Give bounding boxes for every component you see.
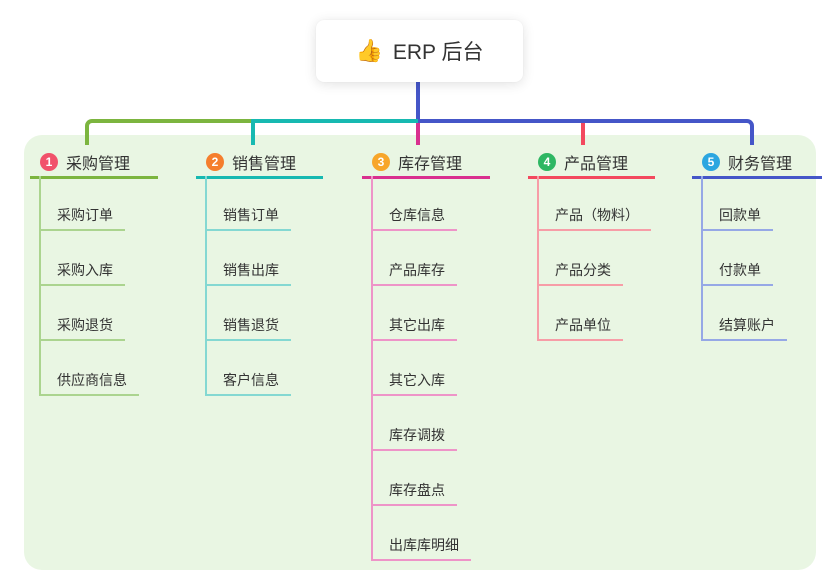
child-label: 回款单 <box>703 208 773 231</box>
child-label: 销售退货 <box>207 318 291 341</box>
child-label: 产品库存 <box>373 263 457 286</box>
child-node[interactable]: 销售出库 <box>207 231 291 286</box>
child-node[interactable]: 采购退货 <box>41 286 139 341</box>
branch-node-2[interactable]: 2 销售管理 <box>196 148 323 179</box>
child-label: 结算账户 <box>703 318 787 341</box>
child-label: 供应商信息 <box>41 373 139 396</box>
branch-label: 库存管理 <box>398 156 463 173</box>
branch-node-1[interactable]: 1 采购管理 <box>30 148 158 179</box>
branch-children-3: 仓库信息产品库存其它出库其它入库库存调拨库存盘点出库库明细 <box>371 176 471 561</box>
branch-children-1: 采购订单采购入库采购退货供应商信息 <box>39 176 139 396</box>
child-label: 采购订单 <box>41 208 125 231</box>
branch-node-5[interactable]: 5 财务管理 <box>692 148 822 179</box>
child-node[interactable]: 回款单 <box>703 176 787 231</box>
branch-badge: 2 <box>206 153 224 171</box>
child-node[interactable]: 采购订单 <box>41 176 139 231</box>
child-label: 销售订单 <box>207 208 291 231</box>
branch-label: 采购管理 <box>66 156 131 173</box>
child-node[interactable]: 产品单位 <box>539 286 651 341</box>
child-label: 采购退货 <box>41 318 125 341</box>
connector-drop-branch2 <box>251 119 255 145</box>
branch-badge: 3 <box>372 153 390 171</box>
root-node[interactable]: 👍 ERP 后台 <box>316 20 523 82</box>
branch-label: 财务管理 <box>728 156 793 173</box>
connector-bus-left <box>85 119 253 145</box>
connector-bus-right <box>418 119 754 145</box>
connector-bus-teal <box>253 119 418 123</box>
child-label: 其它入库 <box>373 373 457 396</box>
branch-node-3[interactable]: 3 库存管理 <box>362 148 490 179</box>
child-label: 出库库明细 <box>373 538 471 561</box>
child-label: 其它出库 <box>373 318 457 341</box>
child-node[interactable]: 其它入库 <box>373 341 471 396</box>
child-label: 产品单位 <box>539 318 623 341</box>
child-node[interactable]: 其它出库 <box>373 286 471 341</box>
root-label: ERP 后台 <box>392 41 484 64</box>
child-node[interactable]: 供应商信息 <box>41 341 139 396</box>
child-label: 客户信息 <box>207 373 291 396</box>
branch-label: 产品管理 <box>564 156 629 173</box>
child-node[interactable]: 产品（物料） <box>539 176 651 231</box>
child-node[interactable]: 客户信息 <box>207 341 291 396</box>
connector-drop-branch4 <box>581 123 585 145</box>
child-node[interactable]: 库存调拨 <box>373 396 471 451</box>
branch-label: 销售管理 <box>232 156 297 173</box>
branch-children-2: 销售订单销售出库销售退货客户信息 <box>205 176 291 396</box>
connector-drop-branch3 <box>416 123 420 145</box>
branch-node-4[interactable]: 4 产品管理 <box>528 148 655 179</box>
child-node[interactable]: 付款单 <box>703 231 787 286</box>
branch-badge: 1 <box>40 153 58 171</box>
group-panel <box>24 135 816 570</box>
child-label: 付款单 <box>703 263 773 286</box>
child-node[interactable]: 采购入库 <box>41 231 139 286</box>
child-label: 库存调拨 <box>373 428 457 451</box>
branch-badge: 5 <box>702 153 720 171</box>
thumbs-up-icon: 👍 <box>355 38 383 63</box>
child-node[interactable]: 出库库明细 <box>373 506 471 561</box>
child-label: 销售出库 <box>207 263 291 286</box>
child-label: 采购入库 <box>41 263 125 286</box>
child-node[interactable]: 仓库信息 <box>373 176 471 231</box>
child-node[interactable]: 库存盘点 <box>373 451 471 506</box>
connector-root-drop <box>416 82 420 122</box>
child-node[interactable]: 产品库存 <box>373 231 471 286</box>
child-label: 产品分类 <box>539 263 623 286</box>
child-node[interactable]: 结算账户 <box>703 286 787 341</box>
branch-children-5: 回款单付款单结算账户 <box>701 176 787 341</box>
child-node[interactable]: 销售退货 <box>207 286 291 341</box>
child-label: 库存盘点 <box>373 483 457 506</box>
child-label: 仓库信息 <box>373 208 457 231</box>
branch-badge: 4 <box>538 153 556 171</box>
branch-children-4: 产品（物料） 产品分类产品单位 <box>537 176 651 341</box>
child-node[interactable]: 销售订单 <box>207 176 291 231</box>
child-label: 产品（物料） <box>539 208 651 231</box>
child-node[interactable]: 产品分类 <box>539 231 651 286</box>
